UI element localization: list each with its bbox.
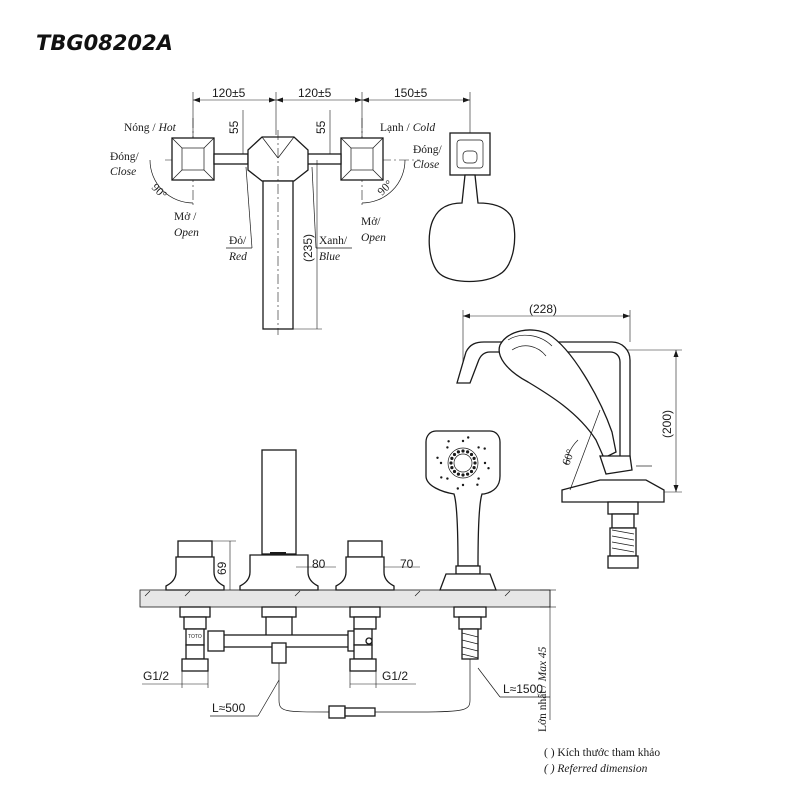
hot-handle-front — [165, 540, 225, 630]
side-dim-width: (228) — [529, 302, 557, 316]
angle-right: 90° — [376, 178, 396, 198]
legend: ( ) Kích thước tham khảo ( ) Referred di… — [544, 747, 660, 775]
side-angle: 60° — [561, 447, 578, 467]
spray-nozzle-outer — [476, 483, 479, 486]
red-label-en: Red — [228, 251, 247, 263]
side-dim-height: (200) — [660, 410, 674, 438]
side-view: (228) (200) 60° — [456, 302, 682, 569]
spray-nozzle — [461, 473, 465, 477]
close-label-right-vi: Đóng/ — [413, 144, 443, 156]
legend-line-vi: ( ) Kích thước tham khảo — [544, 747, 660, 759]
hose-short-label: L≈500 — [212, 701, 246, 715]
blue-label-en: Blue — [319, 251, 340, 263]
model-code: TBG08202A — [36, 31, 173, 55]
hot-label: Nóng /Hot — [124, 122, 177, 134]
spray-nozzle-outer — [477, 477, 480, 480]
spray-nozzle-outer — [439, 461, 443, 465]
spray-nozzle — [466, 472, 470, 476]
spray-nozzle-outer — [467, 436, 470, 439]
thread-right: G1/2 — [382, 669, 408, 683]
spray-nozzle-outer — [461, 483, 465, 487]
dim-spacing-1: 120±5 — [212, 86, 246, 100]
brand-mark: TOTO — [188, 634, 202, 640]
open-label-left-en: Open — [174, 227, 199, 239]
spray-nozzle-outer — [446, 446, 449, 449]
dim-spout-length: (235) — [301, 234, 315, 262]
spray-nozzle — [456, 472, 460, 476]
dim-spacing-2: 120±5 — [298, 86, 332, 100]
shower-dots — [436, 436, 490, 490]
front-view: 69 80 70 — [139, 430, 556, 732]
legend-line-en: ( ) Referred dimension — [544, 763, 648, 775]
top-view: 120±5 120±5 150±5 55 55 — [110, 86, 516, 335]
cold-handle-front — [335, 540, 395, 630]
spray-nozzle-outer — [461, 439, 465, 443]
open-label-right-en: Open — [361, 232, 386, 244]
close-label-left-vi: Đóng/ — [110, 151, 140, 163]
spray-nozzle-outer — [440, 476, 443, 479]
spray-nozzle — [473, 461, 477, 465]
spout-front — [239, 449, 319, 644]
cold-handle-top — [340, 137, 384, 181]
hot-handle-top — [171, 137, 215, 181]
spray-nozzle-outer — [477, 446, 480, 449]
dim-offset-1: 55 — [227, 120, 241, 134]
spray-nozzle — [469, 469, 474, 474]
spray-nozzle-outer — [446, 477, 449, 480]
spray-nozzle — [461, 449, 465, 453]
close-label-left-en: Close — [110, 166, 136, 178]
dim-handle-height: 69 — [215, 561, 229, 575]
open-label-right-vi: Mở/ — [361, 216, 381, 228]
spout-top — [247, 130, 309, 335]
dim-spacing-3: 150±5 — [394, 86, 428, 100]
open-label-left-vi: Mở / — [174, 211, 197, 223]
spray-nozzle-outer — [447, 440, 450, 443]
cold-label: Lạnh /Cold — [380, 122, 435, 134]
spray-nozzle — [452, 452, 457, 457]
dim-spout-base: 80 — [312, 557, 326, 571]
dim-shower-base: 70 — [400, 557, 414, 571]
spray-nozzle — [452, 469, 457, 474]
spray-nozzle — [449, 461, 453, 465]
spray-nozzle — [472, 466, 476, 470]
spray-nozzle — [472, 456, 476, 460]
hose-long-label: L≈1500 — [503, 682, 543, 696]
spray-nozzle-outer — [456, 487, 459, 490]
blue-label-vi: Xanh/ — [319, 235, 348, 247]
spray-nozzle — [469, 452, 474, 457]
max-thickness-label: Lớn nhất /Max 45 — [536, 646, 549, 732]
close-label-right-en: Close — [413, 159, 439, 171]
spray-nozzle — [456, 450, 460, 454]
spray-nozzle — [450, 456, 454, 460]
hand-shower-front — [425, 430, 501, 660]
spray-nozzle-outer — [436, 456, 439, 459]
red-label-vi: Đỏ/ — [229, 235, 247, 247]
spray-nozzle-outer — [487, 467, 490, 470]
hand-shower-top — [428, 132, 516, 283]
angle-left: 90° — [149, 182, 169, 202]
valve-plumbing: TOTO — [181, 628, 377, 672]
spray-nozzle — [450, 466, 454, 470]
spray-nozzle — [466, 450, 470, 454]
thread-left: G1/2 — [143, 669, 169, 683]
spray-nozzle-outer — [483, 461, 487, 465]
dim-offset-2: 55 — [314, 120, 328, 134]
spray-nozzle-outer — [483, 447, 486, 450]
